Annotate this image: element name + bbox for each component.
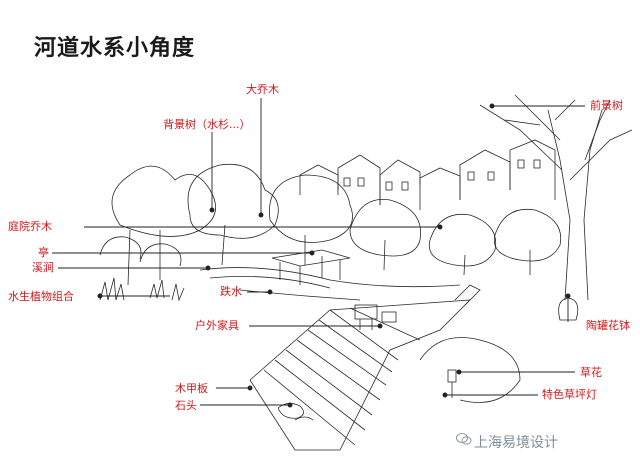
outdoor-furniture (354, 304, 397, 330)
label-foreground-tree: 前景树 (590, 99, 623, 112)
tree-trunks (127, 224, 531, 286)
label-flowers: 草花 (580, 366, 602, 379)
background-buildings (299, 139, 556, 210)
wooden-deck (249, 299, 472, 451)
wechat-icon (456, 433, 472, 445)
label-outdoor-furniture: 户外家具 (195, 319, 239, 332)
label-cascade: 跌水 (220, 285, 242, 298)
label-rocks: 石头 (175, 399, 197, 412)
aquatic-plants (99, 277, 185, 302)
label-background-trees: 背景树（水杉...） (163, 118, 251, 131)
lawn-lamp (447, 369, 457, 398)
leader-lines (52, 98, 585, 408)
label-aquatic-plants: 水生植物组合 (8, 290, 74, 303)
label-courtyard-tree: 庭院乔木 (8, 220, 52, 233)
label-planter-pot: 陶罐花钵 (586, 319, 630, 332)
label-wooden-deck: 木甲板 (175, 382, 208, 395)
label-pavilion: 亭 (38, 246, 49, 259)
label-lawn-lamp: 特色草坪灯 (542, 388, 597, 401)
label-large-tree: 大乔木 (246, 83, 279, 96)
label-stream: 溪涧 (32, 261, 54, 274)
garden-path (419, 284, 521, 403)
foreground-tree (479, 94, 633, 301)
pavilion (271, 249, 351, 285)
stream (199, 267, 461, 301)
page-title: 河道水系小角度 (34, 36, 196, 61)
watermark: 上海易境设计 (474, 435, 558, 451)
tree-canopies (99, 163, 562, 267)
